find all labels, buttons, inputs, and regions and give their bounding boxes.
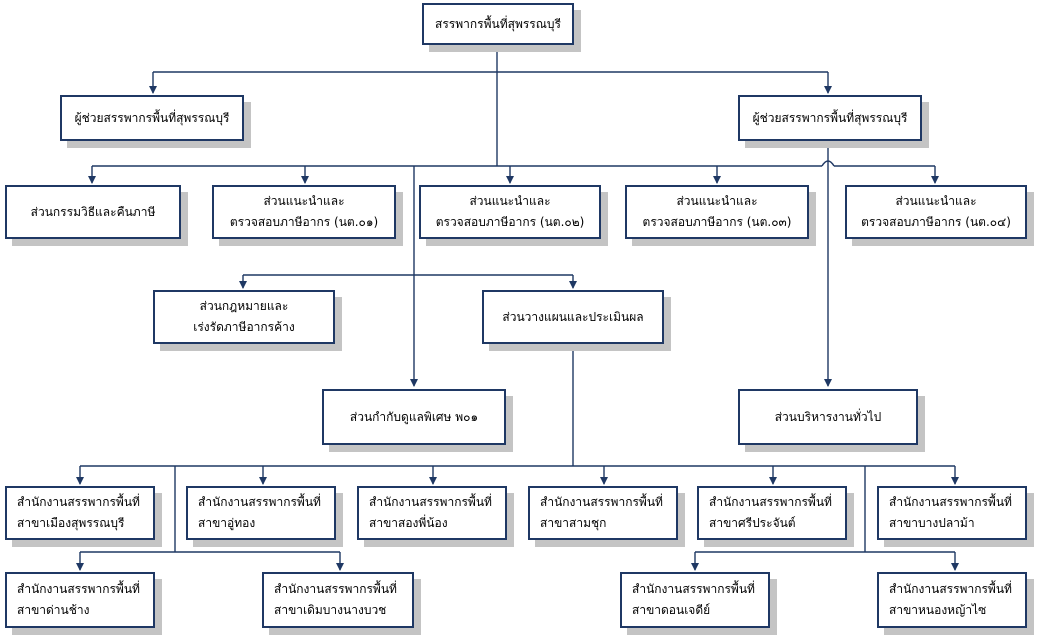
branch-siprachan-line2: สาขาศรีประจันต์: [709, 516, 796, 530]
branch-nongyasai-line2: สาขาหนองหญ้าไซ: [889, 603, 987, 617]
division-special-label: ส่วนกำกับดูแลพิเศษ พ๐๑: [349, 409, 479, 424]
branch-muang-line2: สาขาเมืองสุพรรณบุรี: [17, 516, 125, 530]
division-planning-box: ส่วนวางแผนและประเมินผล: [482, 290, 664, 344]
branch-uthong-box: สำนักงานสรรพากรพื้นที่ สาขาอู่ทอง: [186, 486, 336, 540]
branch-donchedi-line1: สำนักงานสรรพากรพื้นที่: [632, 582, 755, 596]
division-guide1-box: ส่วนแนะนำและ ตรวจสอบภาษีอากร (นต.๐๑): [212, 185, 396, 239]
branch-siprachan-line1: สำนักงานสรรพากรพื้นที่: [709, 495, 832, 509]
branch-donchedi-box: สำนักงานสรรพากรพื้นที่ สาขาดอนเจดีย์: [620, 572, 770, 628]
division-special-box: ส่วนกำกับดูแลพิเศษ พ๐๑: [322, 389, 506, 445]
division-guide4-line2: ตรวจสอบภาษีอากร (นต.๐๔): [861, 215, 1011, 229]
branch-songphinong-line2: สาขาสองพี่น้อง: [369, 516, 448, 530]
division-admin-box: ส่วนบริหารงานทั่วไป: [738, 389, 918, 445]
division-law-line2: เร่งรัดภาษีอากรค้าง: [193, 320, 295, 334]
chief-box: สรรพากรพื้นที่สุพรรณบุรี: [422, 3, 574, 45]
division-guide4-box: ส่วนแนะนำและ ตรวจสอบภาษีอากร (นต.๐๔): [845, 185, 1027, 239]
branch-nongyasai-box: สำนักงานสรรพากรพื้นที่ สาขาหนองหญ้าไซ: [877, 572, 1027, 628]
division-guide3-box: ส่วนแนะนำและ ตรวจสอบภาษีอากร (นต.๐๓): [625, 185, 809, 239]
assistant-right-label: ผู้ช่วยสรรพากรพื้นที่สุพรรณบุรี: [752, 110, 908, 125]
division-planning-label: ส่วนวางแผนและประเมินผล: [502, 309, 644, 324]
branch-samchuk-line1: สำนักงานสรรพากรพื้นที่: [540, 495, 663, 509]
division-guide1-line1: ส่วนแนะนำและ: [263, 194, 345, 208]
branch-danchang-line1: สำนักงานสรรพากรพื้นที่: [17, 582, 140, 596]
branch-muang-box: สำนักงานสรรพากรพื้นที่ สาขาเมืองสุพรรณบุ…: [5, 486, 155, 540]
branch-bangplama-line1: สำนักงานสรรพากรพื้นที่: [889, 495, 1012, 509]
branch-bangplama-box: สำนักงานสรรพากรพื้นที่ สาขาบางปลาม้า: [877, 486, 1027, 540]
division-method-box: ส่วนกรรมวิธีและคืนภาษี: [5, 185, 181, 239]
branch-danchang-line2: สาขาด่านช้าง: [17, 603, 90, 617]
division-law-box: ส่วนกฎหมายและ เร่งรัดภาษีอากรค้าง: [153, 290, 335, 344]
assistant-left-label: ผู้ช่วยสรรพากรพื้นที่สุพรรณบุรี: [74, 110, 230, 125]
branch-danchang-box: สำนักงานสรรพากรพื้นที่ สาขาด่านช้าง: [5, 572, 155, 628]
division-guide1-line2: ตรวจสอบภาษีอากร (นต.๐๑): [229, 215, 379, 229]
division-admin-label: ส่วนบริหารงานทั่วไป: [774, 409, 882, 424]
division-guide2-line1: ส่วนแนะนำและ: [469, 194, 551, 208]
branch-samchuk-line2: สาขาสามชุก: [540, 516, 607, 530]
branch-bangplama-line2: สาขาบางปลาม้า: [889, 516, 975, 530]
branch-muang-line1: สำนักงานสรรพากรพื้นที่: [17, 495, 140, 509]
division-guide4-line1: ส่วนแนะนำและ: [895, 194, 977, 208]
branch-uthong-line1: สำนักงานสรรพากรพื้นที่: [198, 495, 321, 509]
branch-siprachan-box: สำนักงานสรรพากรพื้นที่ สาขาศรีประจันต์: [697, 486, 847, 540]
division-law-line1: ส่วนกฎหมายและ: [199, 299, 289, 313]
division-method-label: ส่วนกรรมวิธีและคืนภาษี: [30, 204, 156, 219]
chief-label: สรรพากรพื้นที่สุพรรณบุรี: [435, 16, 561, 31]
assistant-right-box: ผู้ช่วยสรรพากรพื้นที่สุพรรณบุรี: [738, 95, 922, 141]
branch-nongyasai-line1: สำนักงานสรรพากรพื้นที่: [889, 582, 1012, 596]
branch-donchedi-line2: สาขาดอนเจดีย์: [632, 603, 711, 617]
division-guide2-line2: ตรวจสอบภาษีอากร (นต.๐๒): [435, 215, 585, 229]
division-guide2-box: ส่วนแนะนำและ ตรวจสอบภาษีอากร (นต.๐๒): [419, 185, 601, 239]
branch-doembang-line1: สำนักงานสรรพากรพื้นที่: [274, 582, 397, 596]
branch-uthong-line2: สาขาอู่ทอง: [198, 516, 256, 530]
branch-samchuk-box: สำนักงานสรรพากรพื้นที่ สาขาสามชุก: [528, 486, 678, 540]
division-guide3-line1: ส่วนแนะนำและ: [676, 194, 758, 208]
branch-songphinong-line1: สำนักงานสรรพากรพื้นที่: [369, 495, 492, 509]
branch-doembang-box: สำนักงานสรรพากรพื้นที่ สาขาเดิมบางนางบวช: [262, 572, 414, 628]
branch-songphinong-box: สำนักงานสรรพากรพื้นที่ สาขาสองพี่น้อง: [357, 486, 507, 540]
division-guide3-line2: ตรวจสอบภาษีอากร (นต.๐๓): [642, 215, 792, 229]
assistant-left-box: ผู้ช่วยสรรพากรพื้นที่สุพรรณบุรี: [60, 95, 244, 141]
branch-doembang-line2: สาขาเดิมบางนางบวช: [274, 603, 387, 617]
